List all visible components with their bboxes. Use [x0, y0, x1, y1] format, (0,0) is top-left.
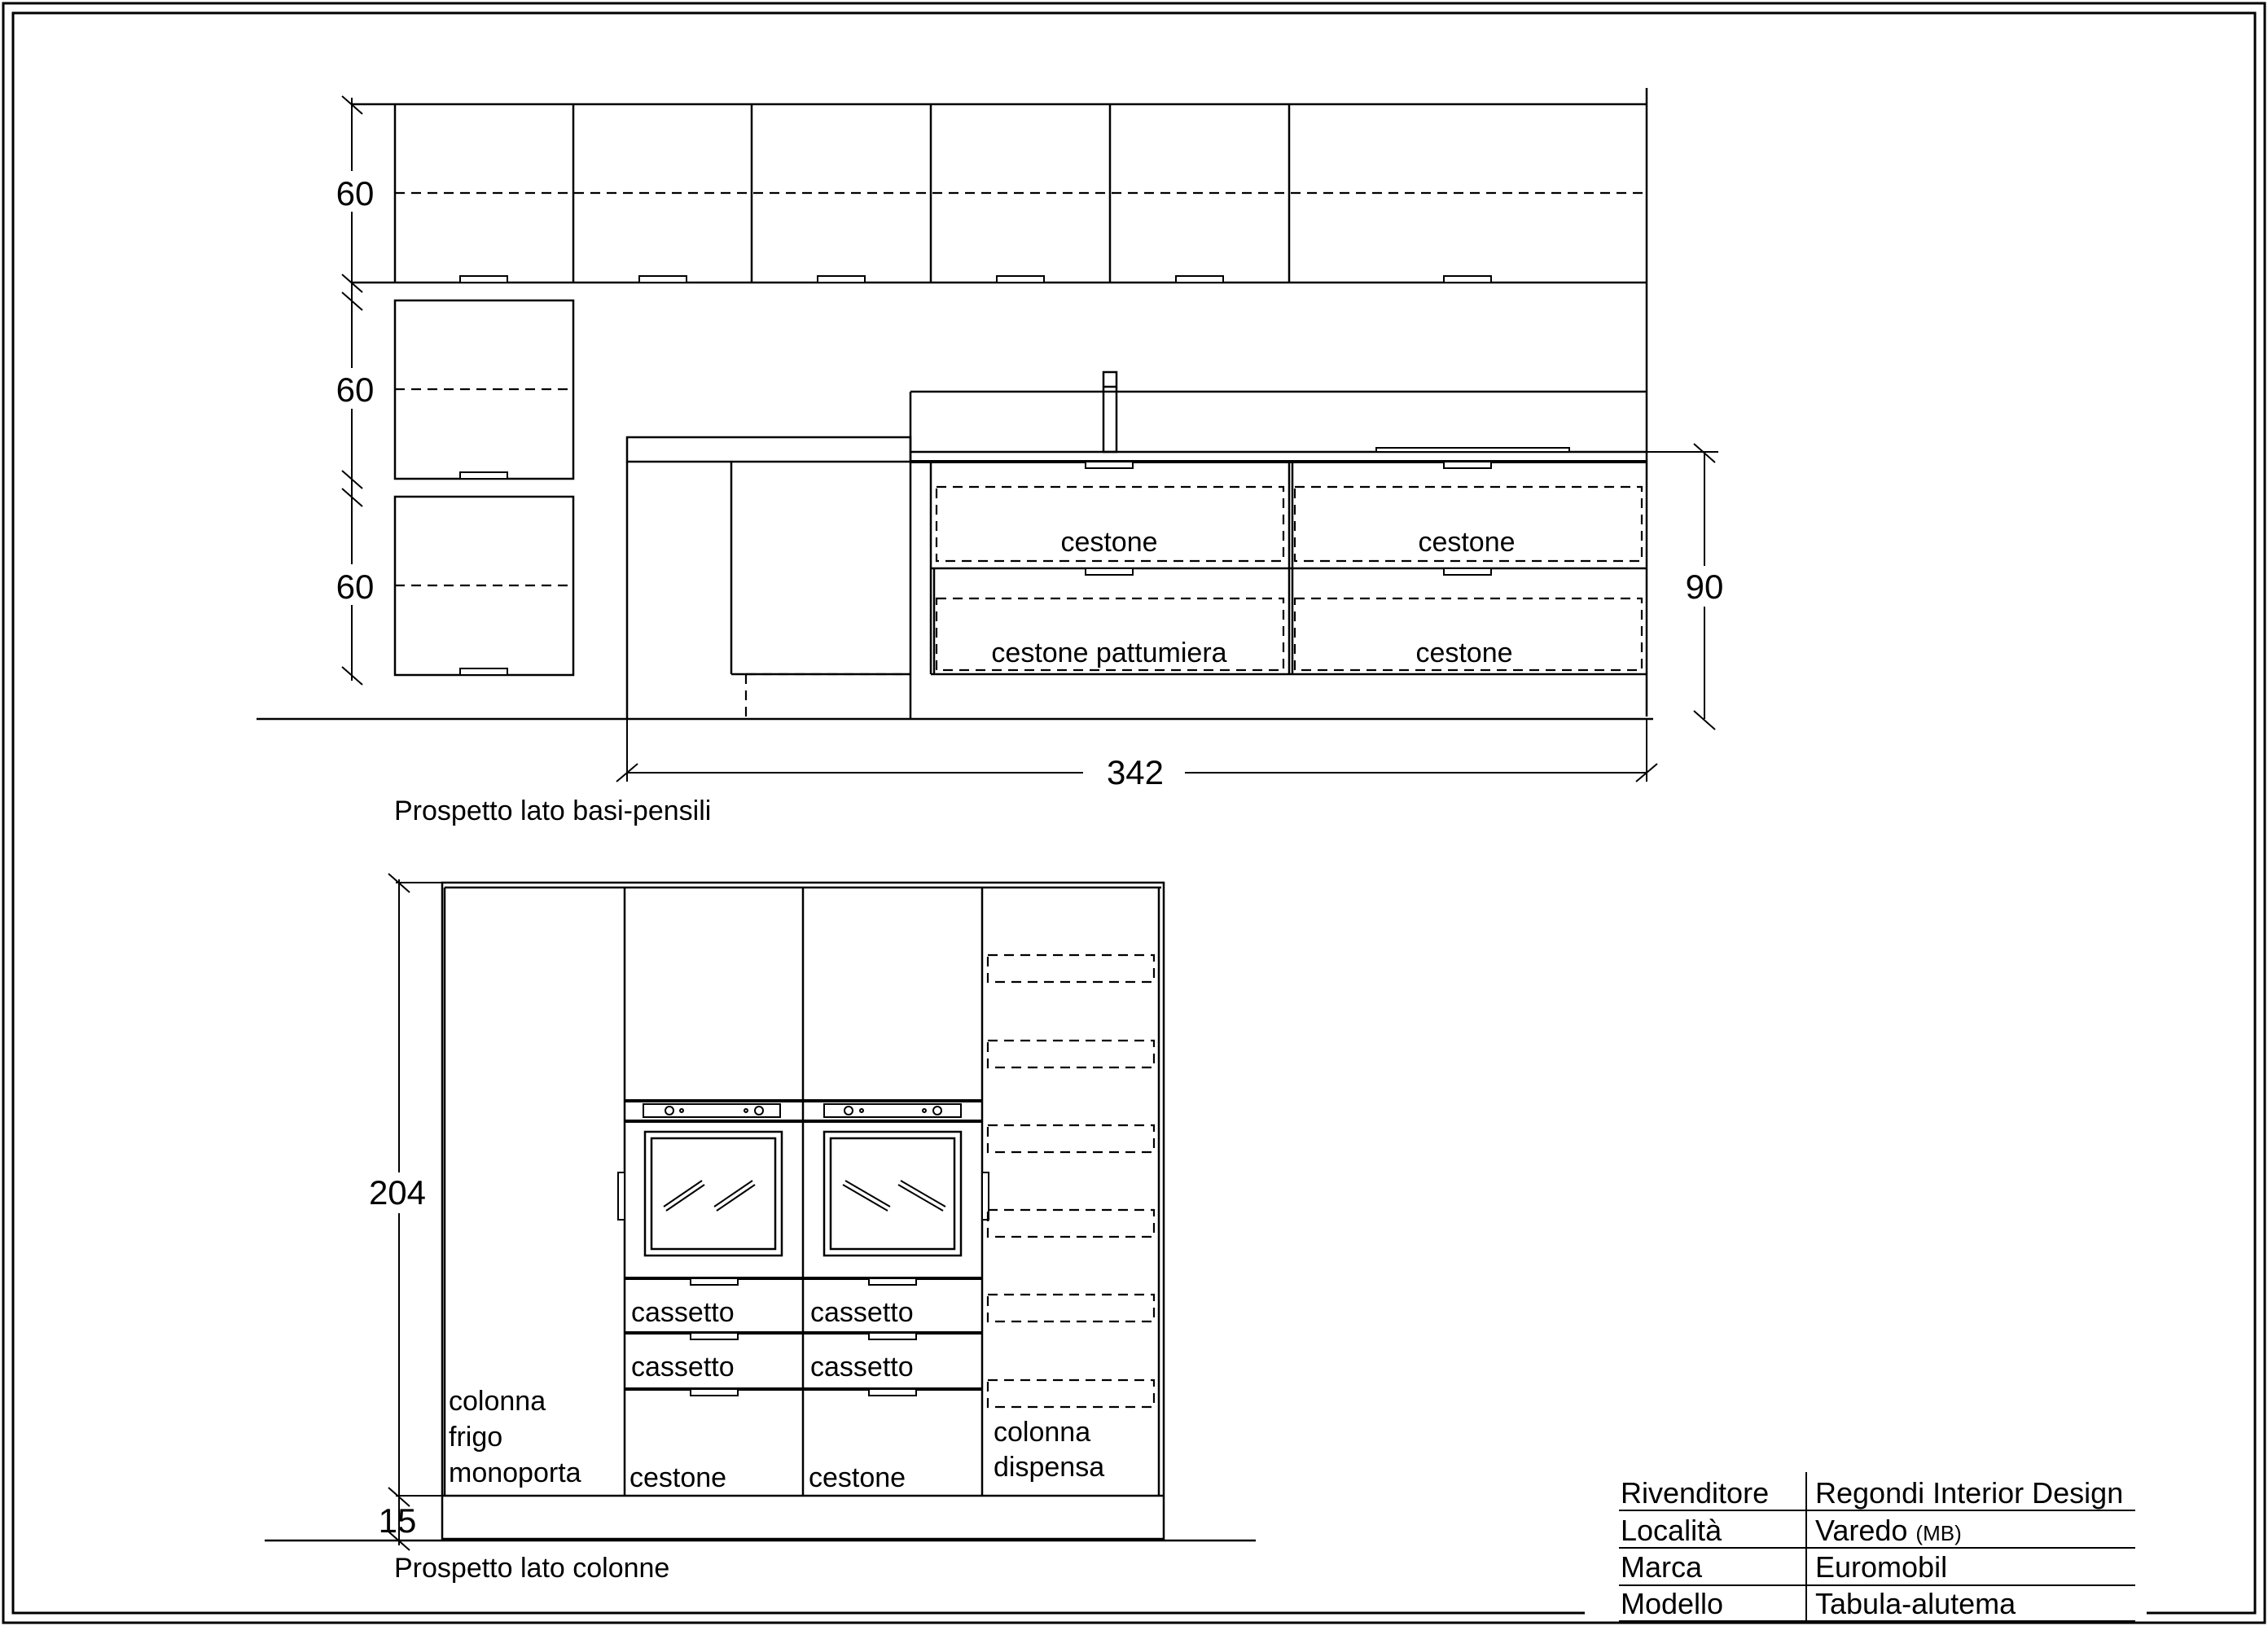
oven-column-1: cassetto cassetto cestone — [625, 1099, 803, 1493]
title-key-rivenditore: Rivenditore — [1621, 1476, 1769, 1510]
backsplash-panel — [909, 390, 1647, 719]
oven-column-2: cassetto cassetto cestone — [803, 1099, 982, 1493]
fridge-handle — [617, 1172, 625, 1221]
total-width-dimension: 342 — [616, 719, 1658, 794]
base-height-dimension: 90 — [1647, 443, 1729, 730]
wall-cabinets-upper — [352, 88, 1648, 717]
title-value-marca: Euromobil — [1815, 1550, 1947, 1584]
caption-top: Prospetto lato basi-pensili — [394, 795, 711, 826]
title-key-modello: Modello — [1621, 1587, 1723, 1620]
oven2-drawer2-label: cassetto — [810, 1352, 914, 1383]
base-cabinets: cestone cestone cestone pattumiera cesto… — [929, 461, 1647, 676]
oven2-drawer1-label: cassetto — [810, 1297, 914, 1328]
drawer-bottom-right-label: cestone — [1415, 638, 1512, 668]
oven1-drawer1-label: cassetto — [631, 1297, 735, 1328]
dim-base-height: 90 — [1686, 568, 1724, 606]
dim-wall-low: 60 — [336, 568, 375, 606]
dim-wall-upper: 60 — [336, 174, 375, 213]
title-key-marca: Marca — [1621, 1550, 1703, 1584]
oven-glass-reflection-icon — [842, 1180, 946, 1212]
wall-dimension-chain: 60 60 60 — [330, 95, 379, 686]
oven1-drawer3-label: cestone — [630, 1462, 726, 1493]
elevation-basi-pensili: 60 60 60 — [257, 88, 1729, 826]
oven2-drawer3-label: cestone — [809, 1462, 906, 1493]
oven-glass-reflection-icon — [663, 1180, 756, 1212]
dim-wall-mid: 60 — [336, 370, 375, 409]
title-key-localita: Località — [1621, 1514, 1722, 1547]
title-value-modello: Tabula-alutema — [1815, 1587, 2016, 1620]
fridge-label: colonna frigo monoporta — [449, 1386, 581, 1488]
worktop — [910, 447, 1647, 463]
tap-icon — [1102, 370, 1118, 454]
wall-cabinet-mid — [393, 299, 575, 480]
drawer-top-left-label: cestone — [1060, 527, 1157, 558]
title-value-localita: Varedo(MB) — [1815, 1514, 1962, 1547]
elevation-colonne: colonna frigo monoporta — [265, 873, 1256, 1584]
caption-bottom: Prospetto lato colonne — [394, 1553, 669, 1584]
title-value-rivenditore: Regondi Interior Design — [1815, 1476, 2123, 1510]
column-height-dimension: 204 15 — [362, 873, 442, 1551]
peninsula-unit — [625, 436, 912, 719]
pantry-column: colonna dispensa — [981, 953, 1156, 1483]
dim-total-width: 342 — [1107, 753, 1164, 791]
pantry-label: colonna dispensa — [994, 1417, 1104, 1483]
dim-plinth: 15 — [379, 1501, 417, 1540]
oven1-drawer2-label: cassetto — [631, 1352, 735, 1383]
drawer-top-right-label: cestone — [1418, 527, 1515, 558]
title-block: Rivenditore Regondi Interior Design Loca… — [1585, 1472, 2147, 1622]
dim-column-height: 204 — [369, 1173, 426, 1212]
drawer-bottom-left-label: cestone pattumiera — [991, 638, 1226, 668]
wall-cabinet-low — [393, 495, 575, 677]
